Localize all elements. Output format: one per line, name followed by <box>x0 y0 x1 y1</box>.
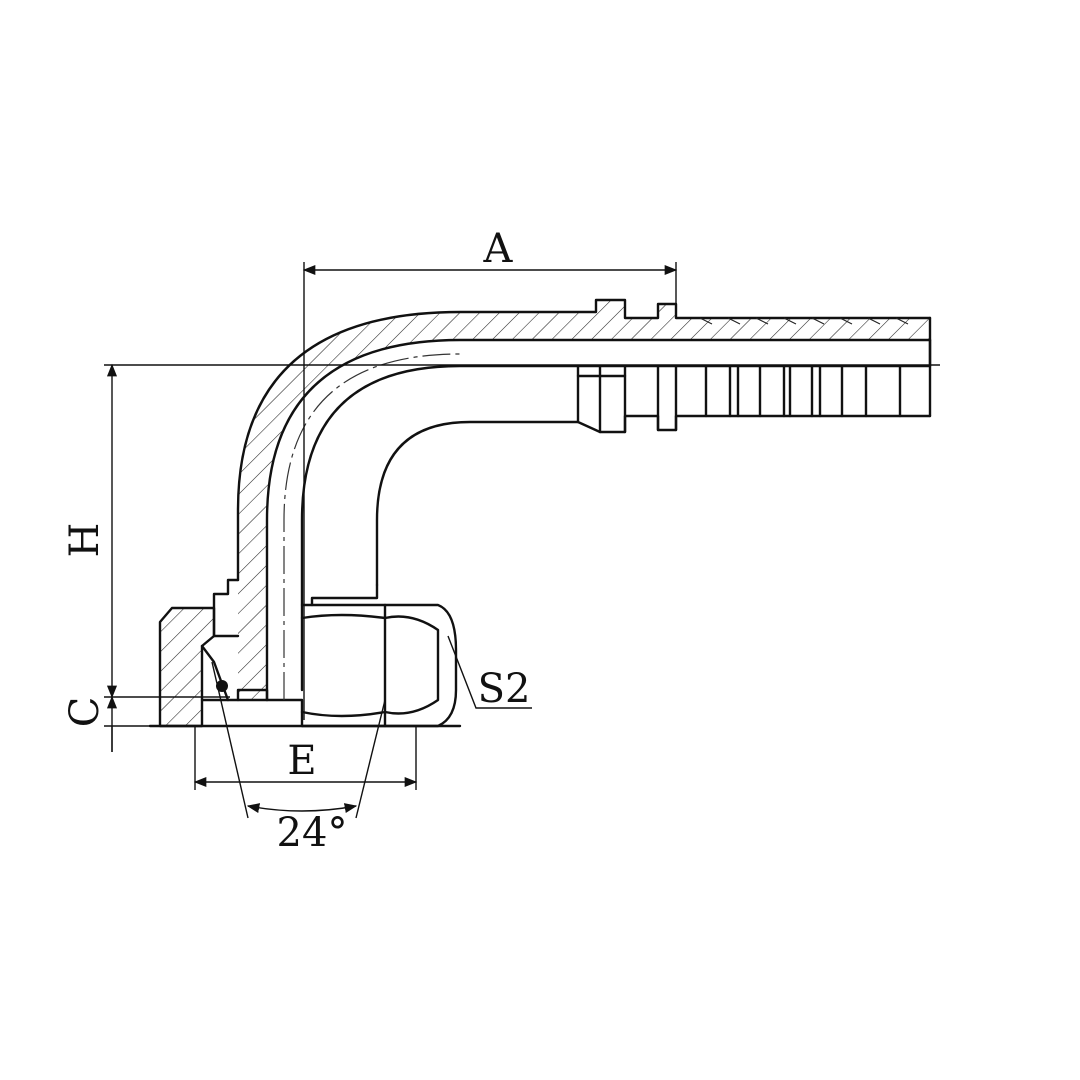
label-s2: S2 <box>478 666 531 712</box>
label-angle: 24° <box>277 810 348 856</box>
label-a: A <box>483 226 514 272</box>
o-ring-icon <box>216 680 228 692</box>
nut-section <box>160 608 214 726</box>
dimensions <box>104 262 940 819</box>
elbow-bore-outer <box>265 338 932 702</box>
dim-angle-arc <box>246 803 358 814</box>
collar <box>212 578 379 638</box>
swivel-nut <box>148 603 462 728</box>
label-c: C <box>62 697 108 728</box>
elbow-body <box>236 298 932 702</box>
s2-leader <box>447 635 532 709</box>
label-h: H <box>62 523 108 558</box>
center-lines <box>283 353 461 700</box>
label-e: E <box>287 738 316 784</box>
labels: A H C E 24° S2 <box>62 226 530 856</box>
hose-tail <box>576 317 932 434</box>
elbow-outer-contour <box>236 298 932 582</box>
elbow-inner-contour <box>375 420 580 587</box>
hex-outline <box>300 603 458 728</box>
elbow-bore-inner <box>300 364 932 692</box>
elbow-wall-section <box>238 300 930 700</box>
